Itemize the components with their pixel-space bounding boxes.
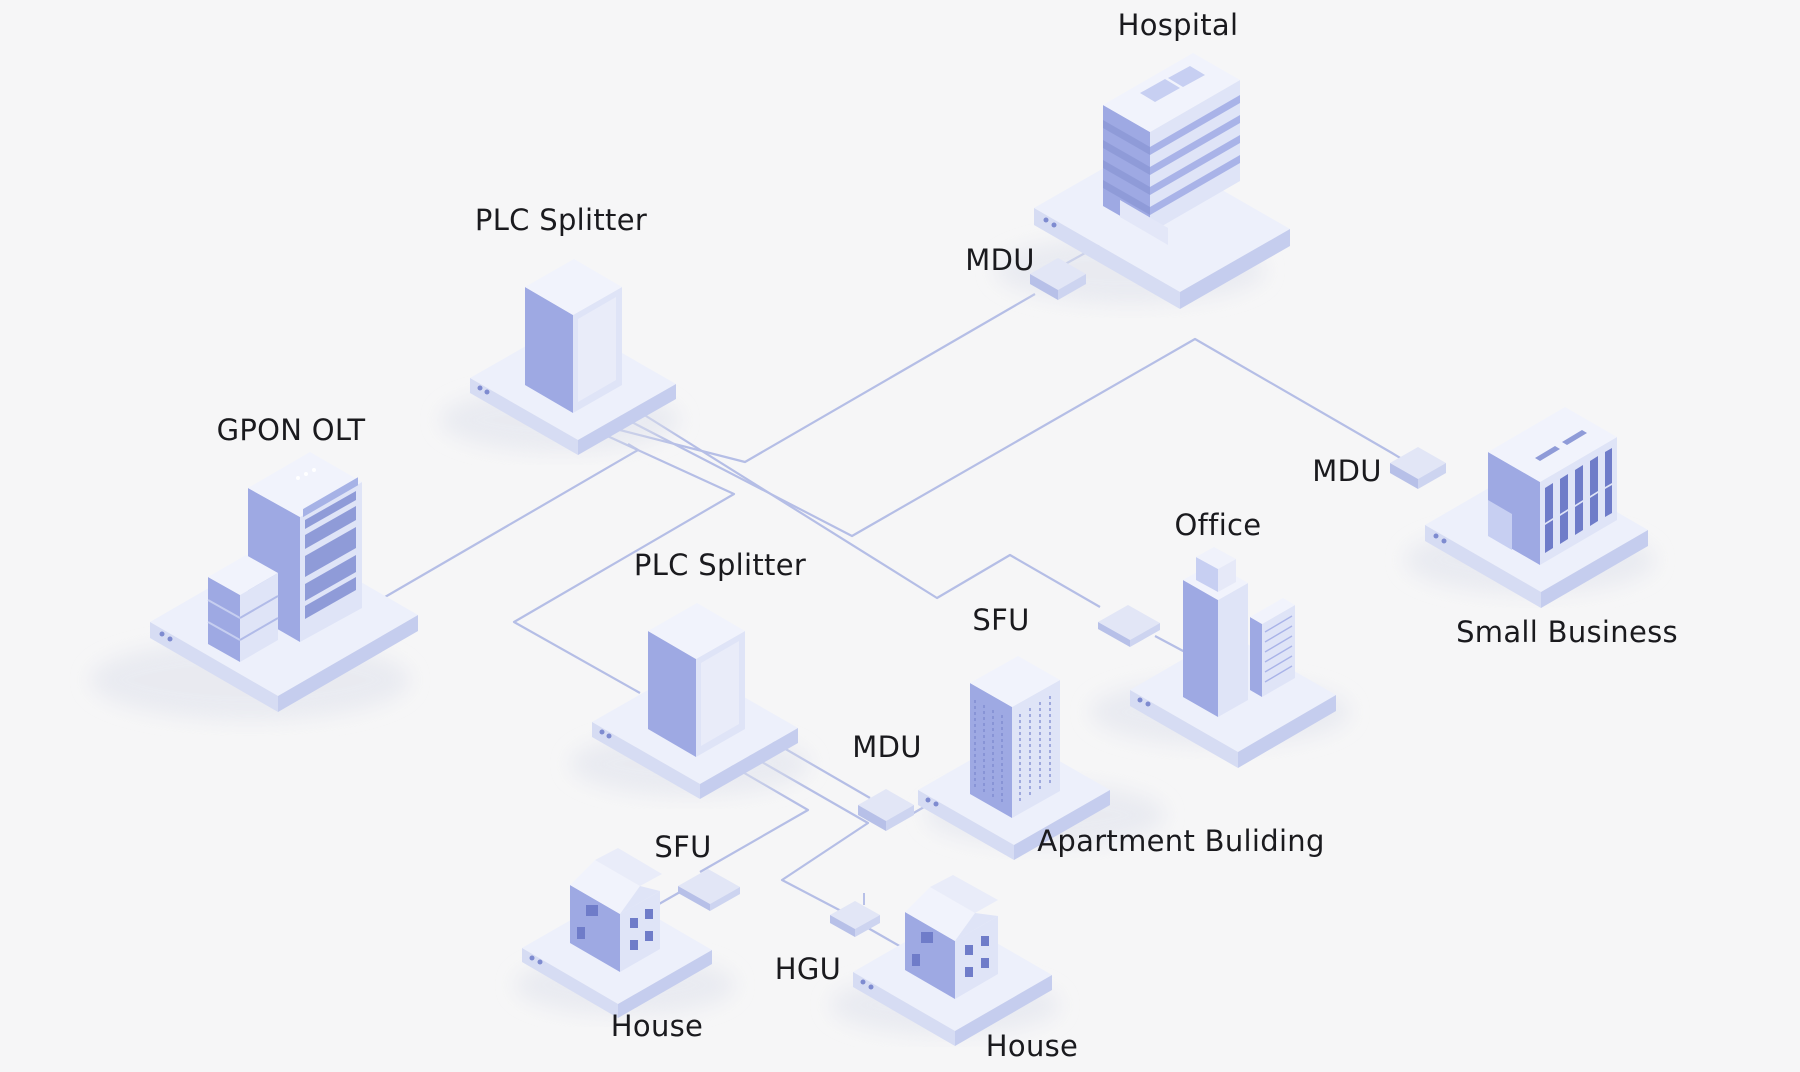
label-office: Office <box>1175 508 1262 542</box>
link-top-splitter-to-hospital-mdu <box>611 293 1036 464</box>
apartment-building-node[interactable] <box>918 656 1165 860</box>
link-olt-to-top-splitter <box>384 443 640 598</box>
house-left-node[interactable] <box>515 848 735 1018</box>
link-top-splitter-to-business <box>619 337 1421 538</box>
label-mdu-apartment: MDU <box>852 730 921 764</box>
label-house-right: House <box>986 1029 1078 1063</box>
small-business-node[interactable] <box>1405 407 1655 608</box>
label-plc-splitter-top: PLC Splitter <box>475 203 647 237</box>
link-top-splitter-to-mid-splitter <box>512 432 736 694</box>
label-gpon-olt: GPON OLT <box>217 413 366 447</box>
house-right-node[interactable] <box>830 875 1060 1046</box>
label-hospital: Hospital <box>1118 8 1239 42</box>
mdu-hospital-device[interactable] <box>1030 258 1086 300</box>
label-hgu: HGU <box>775 952 841 986</box>
hgu-device[interactable] <box>830 893 880 937</box>
label-mdu-business: MDU <box>1312 454 1381 488</box>
link-mid-splitter-to-hgu <box>747 753 870 914</box>
label-small-business: Small Business <box>1456 615 1678 649</box>
link-top-splitter-to-office-sfu <box>629 405 1101 608</box>
label-mdu-hospital: MDU <box>965 243 1034 277</box>
hospital-node[interactable] <box>995 53 1290 309</box>
label-apartment: Apartment Buliding <box>1037 824 1324 858</box>
sfu-office-device[interactable] <box>1098 605 1160 647</box>
link-office-sfu-to-office <box>1154 635 1186 653</box>
label-plc-splitter-mid: PLC Splitter <box>634 548 806 582</box>
plc-splitter-top-node[interactable] <box>440 259 680 455</box>
sfu-house-device[interactable] <box>678 869 740 911</box>
office-node[interactable] <box>1090 547 1350 768</box>
gpon-olt-node[interactable] <box>90 452 418 720</box>
plc-splitter-mid-node[interactable] <box>570 603 810 799</box>
mdu-business-device[interactable] <box>1390 447 1446 489</box>
label-sfu-office: SFU <box>972 603 1029 637</box>
mdu-apartment-device[interactable] <box>858 789 914 831</box>
label-house-left: House <box>611 1009 703 1043</box>
label-sfu-house: SFU <box>654 830 711 864</box>
